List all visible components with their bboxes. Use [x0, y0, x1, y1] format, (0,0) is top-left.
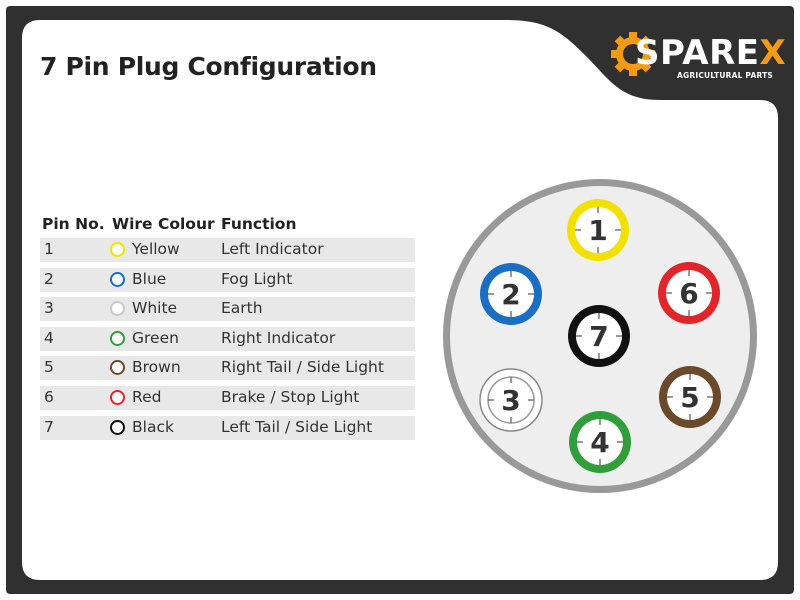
wire-colour-swatch-icon [110, 389, 125, 405]
pin-centre [576, 313, 622, 359]
plug-pin-1: 1 [567, 199, 629, 261]
header-wire-colour: Wire Colour [112, 215, 215, 233]
header-pin-no: Pin No. [42, 215, 105, 233]
pin-function: Brake / Stop Light [221, 387, 360, 406]
sparex-logo: SPAREX AGRICULTURAL PARTS [605, 30, 786, 82]
pin-number: 4 [44, 328, 54, 347]
pin-label: 6 [679, 277, 698, 310]
wire-colour-swatch-icon [110, 360, 125, 376]
table-body: 1 Yellow Left Indicator 2 Blue Fog Light 3 Whit… [40, 238, 415, 440]
pin-function: Left Indicator [221, 240, 324, 258]
logo-wordmark: SPAREX [635, 34, 786, 72]
table-row: 6 Red Brake / Stop Light [40, 385, 415, 410]
wire-colour-swatch-icon [110, 330, 125, 346]
table-row: 3 White Earth [40, 297, 415, 322]
wire-colour: Blue [132, 269, 167, 288]
pin-function: Fog Light [221, 269, 293, 288]
table-row: 2 Blue Fog Light [40, 267, 415, 292]
pin-number: 5 [44, 358, 54, 377]
page-title: 7 Pin Plug Configuration [40, 52, 377, 81]
table-row: 1 Yellow Left Indicator [40, 238, 415, 262]
gear-icon [611, 32, 655, 76]
wire-colour: Yellow [132, 240, 180, 258]
pin-function: Right Tail / Side Light [221, 358, 384, 377]
pin-label: 4 [590, 426, 609, 459]
plug-pin-7: 7 [568, 305, 630, 367]
table-header: Pin No. Wire Colour Function [40, 212, 415, 238]
table-row: 5 Brown Right Tail / Side Light [40, 356, 415, 381]
wire-colour: White [132, 299, 178, 318]
pin-number: 7 [44, 417, 54, 436]
plug-pin-5: 5 [659, 366, 721, 428]
pin-number: 3 [44, 299, 54, 318]
plug-pin-6: 6 [658, 262, 720, 324]
pin-centre [577, 419, 623, 465]
pin-number: 2 [44, 269, 54, 288]
wire-colour-swatch-icon [110, 242, 125, 257]
header-function: Function [221, 215, 297, 233]
pin-label: 5 [680, 381, 699, 414]
pin-number: 6 [44, 387, 54, 406]
wire-colour: Black [132, 417, 174, 436]
wire-colour-swatch-icon [110, 301, 125, 317]
pin-function: Left Tail / Side Light [221, 417, 373, 436]
wire-colour-swatch-icon [110, 419, 125, 435]
pin-label: 3 [501, 384, 520, 417]
wire-colour: Red [132, 387, 162, 406]
plug-diagram: 1 2 3 4 5 6 7 [443, 179, 757, 493]
plug-pin-4: 4 [569, 411, 631, 473]
pin-number: 1 [44, 240, 54, 258]
pin-centre [666, 270, 712, 316]
wire-colour: Green [132, 328, 179, 347]
logo-brand-accent: X [759, 33, 787, 73]
pin-centre [488, 271, 534, 317]
pin-label: 2 [501, 278, 520, 311]
table-row: 4 Green Right Indicator [40, 326, 415, 351]
pin-centre [575, 207, 621, 253]
pin-label: 7 [589, 320, 608, 353]
pin-function: Right Indicator [221, 328, 336, 347]
plug-pin-2: 2 [480, 263, 542, 325]
table-row: 7 Black Left Tail / Side Light [40, 415, 415, 440]
wire-colour: Brown [132, 358, 181, 377]
logo-tagline: AGRICULTURAL PARTS [677, 71, 774, 80]
logo-brand-main: SPARE [635, 33, 760, 73]
pin-label: 1 [588, 214, 607, 247]
pin-centre [667, 374, 713, 420]
wire-colour-swatch-icon [110, 271, 125, 287]
pin-function: Earth [221, 299, 263, 318]
plug-pin-3: 3 [479, 368, 543, 432]
